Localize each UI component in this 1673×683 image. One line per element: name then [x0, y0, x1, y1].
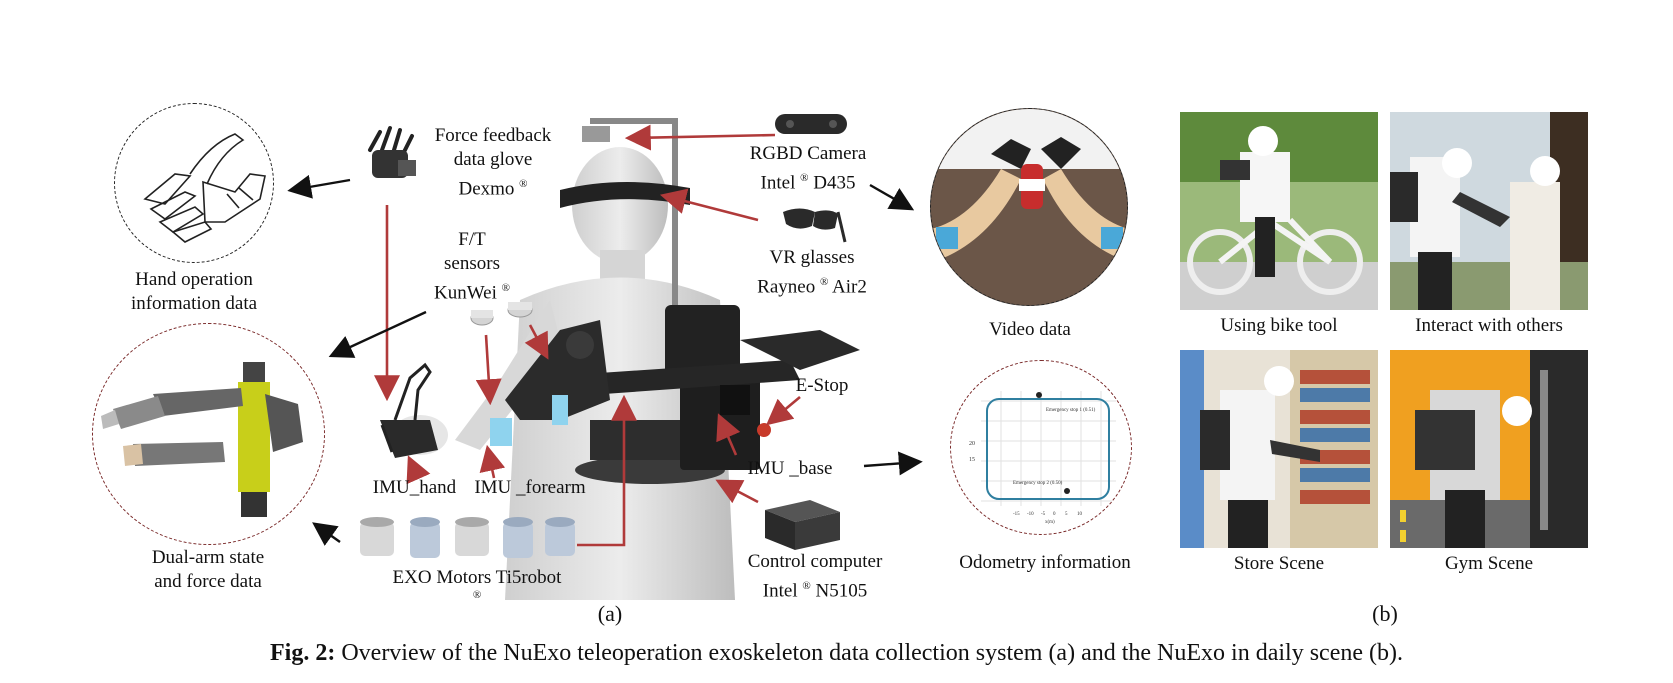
camera-label-line2: Intel ® D435 — [760, 172, 856, 194]
glove-label-line1: Force feedback — [434, 125, 552, 146]
black-arrows — [287, 174, 923, 546]
glove-label-line3: Dexmo ® — [458, 178, 528, 200]
odometry-plot: Emergency stop 1 (0.51) Emergency stop 2… — [969, 391, 1116, 525]
caption-text: Overview of the NuExo teleoperation exos… — [335, 640, 1403, 666]
ft-label-line3: KunWei ® — [434, 282, 510, 304]
video-frame-drawing — [931, 109, 1127, 305]
scene-label-interact: Interact with others — [1415, 315, 1563, 336]
vr-glasses-icon — [783, 208, 847, 243]
registered-mark: ® — [800, 172, 809, 184]
vr-glasses-label: VR glasses Rayneo ® Air2 — [742, 246, 882, 299]
red-arrows — [374, 124, 801, 547]
imu-base-label: IMU _base — [747, 458, 833, 479]
face-mask — [1248, 126, 1278, 156]
face-mask — [1530, 156, 1560, 186]
scene-label-bike: Using bike tool — [1220, 315, 1338, 336]
rgbd-camera-icon — [775, 114, 847, 134]
scene-photo-gym — [1390, 350, 1588, 548]
scene-photo-interact — [1390, 112, 1588, 310]
camera-mount — [560, 118, 690, 318]
odometry-xtick: 10 — [1077, 512, 1083, 517]
face-mask — [1502, 396, 1532, 426]
odometry-top-annotation: Emergency stop 1 (0.51) — [1046, 408, 1096, 413]
glove-label: Force feedback data glove Dexmo ® — [418, 124, 568, 201]
panel-a-label: (a) — [597, 601, 623, 626]
dual-arm-circle — [92, 323, 325, 545]
odometry-xlabel: x(m) — [1045, 520, 1055, 525]
ft-label-line1: F/T — [458, 229, 486, 250]
vr-label-line2: Rayneo ® Air2 — [757, 276, 867, 298]
odometry-xtick: -5 — [1041, 512, 1046, 517]
dual-arm-label: Dual-arm state and force data — [128, 546, 288, 594]
odometry-xtick: 5 — [1065, 512, 1068, 517]
odometry-ytick: 20 — [969, 441, 975, 447]
dual-arm-line1: Dual-arm state — [151, 547, 265, 568]
imu-forearm-label: IMU _forearm — [474, 477, 586, 498]
dual-arm-robot-drawing — [101, 362, 303, 517]
estop-label: E-Stop — [795, 375, 849, 396]
exo-motors-icon — [360, 517, 575, 558]
control-computer-icon — [765, 500, 840, 550]
registered-mark: ® — [501, 282, 510, 294]
scene-label-gym: Gym Scene — [1444, 553, 1534, 574]
motors-label: EXO Motors Ti5robot ® — [372, 566, 582, 601]
panel-b-label: (b) — [1372, 601, 1398, 626]
glove-label-line2: data glove — [453, 149, 533, 170]
figure-caption: Fig. 2: Overview of the NuExo teleoperat… — [0, 640, 1673, 667]
scene-photo-bike — [1180, 112, 1378, 310]
registered-mark: ® — [819, 276, 829, 288]
camera-label: RGBD Camera Intel ® D435 — [728, 142, 888, 195]
odometry-circle: Emergency stop 1 (0.51) Emergency stop 2… — [950, 360, 1132, 535]
ft-label-line2: sensors — [444, 253, 500, 274]
hand-info-line2: information data — [130, 293, 258, 314]
odometry-label: Odometry information — [959, 552, 1131, 573]
control-label-line1: Control computer — [747, 551, 883, 572]
control-computer-label: Control computer Intel ® N5105 — [730, 550, 900, 603]
control-label-line2: Intel ® N5105 — [762, 580, 868, 602]
odometry-xtick: -15 — [1013, 512, 1020, 517]
vr-label-line1: VR glasses — [769, 247, 855, 268]
odometry-ytick: 15 — [969, 457, 975, 463]
caption-prefix: Fig. 2: — [270, 640, 336, 666]
motors-label-line1: EXO Motors Ti5robot — [392, 567, 562, 588]
face-mask — [1442, 148, 1472, 178]
odometry-bottom-annotation: Emergency stop 2 (0.50) — [1013, 481, 1063, 486]
video-data-label: Video data — [989, 319, 1071, 340]
hand-operation-circle — [114, 103, 274, 263]
ft-sensors-label: F/T sensors KunWei ® — [412, 228, 532, 305]
odometry-xtick: 0 — [1053, 512, 1056, 517]
registered-mark: ® — [519, 178, 528, 190]
imu-hand-label: IMU_hand — [372, 477, 457, 498]
odometry-xtick: -10 — [1027, 512, 1034, 517]
registered-mark: ® — [472, 589, 482, 601]
hand-info-line1: Hand operation — [135, 269, 253, 290]
ft-sensors-icon — [470, 302, 533, 326]
hand-operation-label: Hand operation information data — [114, 268, 274, 316]
video-data-circle — [930, 108, 1128, 306]
dual-arm-line2: and force data — [154, 571, 262, 592]
scene-label-store: Store Scene — [1233, 553, 1325, 574]
camera-label-line1: RGBD Camera — [749, 143, 867, 164]
glove-icon — [368, 126, 416, 178]
glove-line-drawing — [143, 133, 266, 243]
face-mask — [1264, 366, 1294, 396]
registered-mark: ® — [802, 580, 811, 592]
scene-photo-store — [1180, 350, 1378, 548]
gloved-hand — [380, 362, 448, 458]
